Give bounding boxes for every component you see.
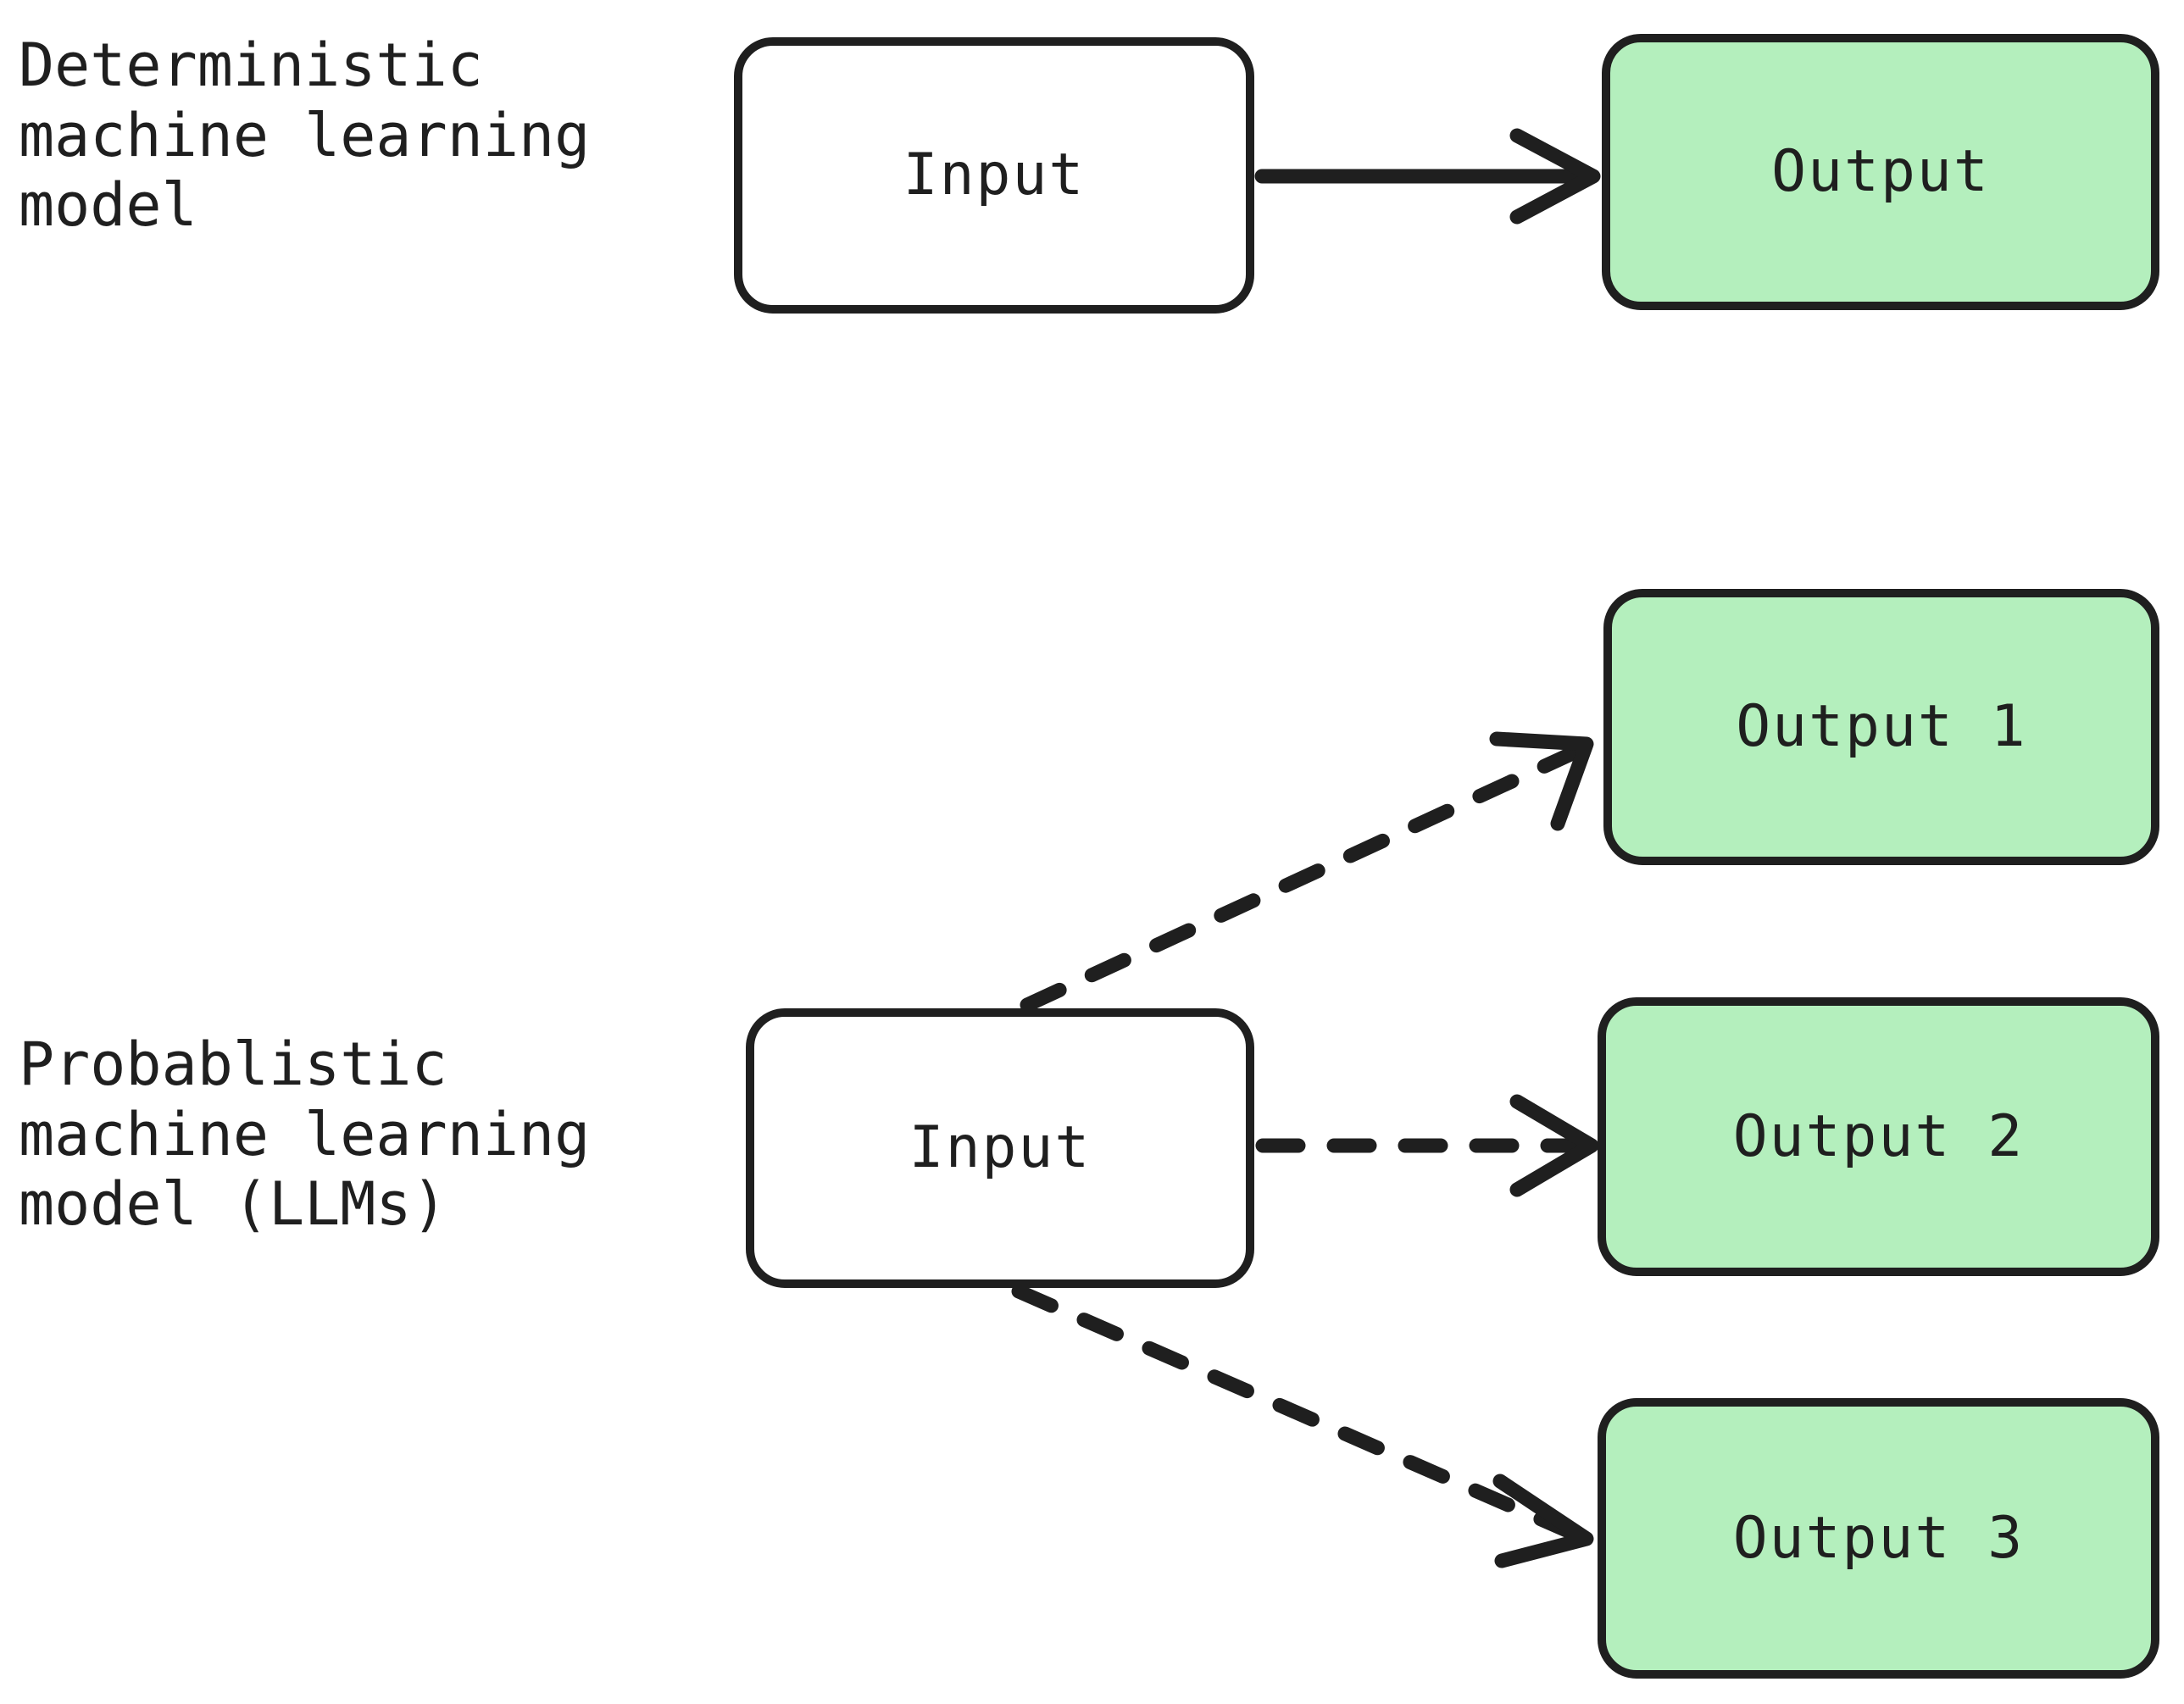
node-output-1[interactable]: Output 1 [1603, 589, 2159, 865]
edge-input-to-output-3 [1011, 1284, 1594, 1568]
node-output-1-label: Output 1 [1736, 693, 2027, 760]
section-label-deterministic: Deterministic machine learning model [19, 31, 591, 241]
node-output-deterministic-label: Output [1771, 138, 1990, 205]
node-output-2[interactable]: Output 2 [1598, 997, 2159, 1276]
node-input-deterministic[interactable]: Input [734, 37, 1254, 314]
node-input-probabilistic[interactable]: Input [746, 1008, 1254, 1288]
edge-input-to-output-1 [1020, 731, 1594, 1013]
node-input-deterministic-label: Input [903, 142, 1086, 208]
edge-input-to-output-2 [1255, 1094, 1599, 1197]
node-output-3[interactable]: Output 3 [1598, 1398, 2159, 1679]
node-output-2-label: Output 2 [1732, 1102, 2025, 1170]
section-label-probabilistic: Probablistic machine learning model (LLM… [19, 1030, 591, 1240]
edge-input-to-output [1254, 128, 1601, 225]
node-input-probabilistic-label: Input [909, 1114, 1092, 1181]
node-output-deterministic[interactable]: Output [1602, 34, 2159, 310]
node-output-3-label: Output 3 [1732, 1504, 2025, 1572]
